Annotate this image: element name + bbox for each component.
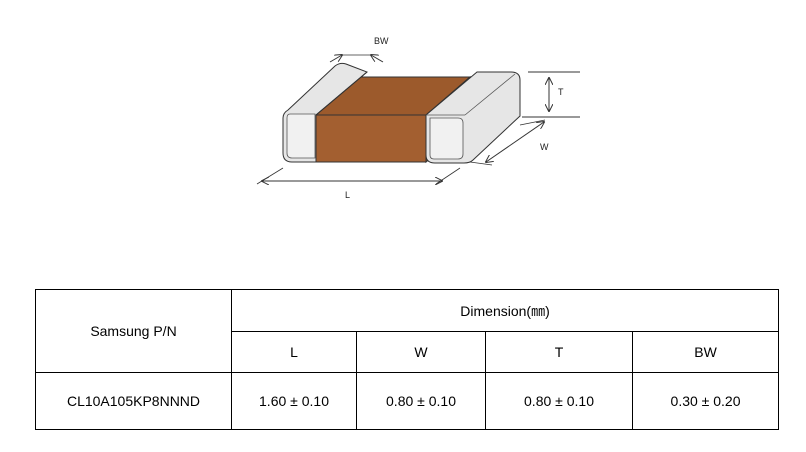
- left-terminal: [282, 62, 368, 163]
- capacitor-drawing: BW T W L: [256, 36, 580, 200]
- w-dimension: W: [469, 119, 549, 166]
- value-cell-t: 0.80 ± 0.10: [485, 372, 633, 430]
- part-number-header: Samsung P/N: [35, 289, 232, 373]
- t-label: T: [558, 87, 564, 97]
- l-label: L: [345, 190, 350, 200]
- value-cell-w: 0.80 ± 0.10: [356, 372, 486, 430]
- bw-label: BW: [374, 36, 389, 46]
- dimension-table: Samsung P/N Dimension(㎜) L W T BW CL10A1…: [35, 289, 780, 430]
- table-header-row: Samsung P/N Dimension(㎜): [35, 289, 780, 373]
- part-number-cell: CL10A105KP8NNND: [35, 372, 232, 430]
- bw-dimension: BW: [329, 36, 389, 63]
- dimension-header: Dimension(㎜): [230, 289, 780, 332]
- right-terminal: [425, 71, 521, 164]
- value-cell-l: 1.60 ± 0.10: [231, 372, 357, 430]
- l-dimension: L: [256, 167, 461, 200]
- column-header-w: W: [356, 331, 486, 373]
- w-label: W: [540, 142, 549, 152]
- table-row: CL10A105KP8NNND 1.60 ± 0.10 0.80 ± 0.10 …: [35, 372, 780, 430]
- column-header-bw: BW: [631, 331, 780, 373]
- t-dimension: T: [522, 71, 580, 118]
- column-header-t: T: [485, 331, 633, 373]
- ceramic-body: [314, 75, 472, 164]
- table-subheader-row: L W T BW: [36, 331, 780, 373]
- value-cell-bw: 0.30 ± 0.20: [631, 372, 780, 430]
- capacitor-dimension-diagram: BW T W L: [256, 36, 580, 200]
- column-header-l: L: [231, 331, 357, 373]
